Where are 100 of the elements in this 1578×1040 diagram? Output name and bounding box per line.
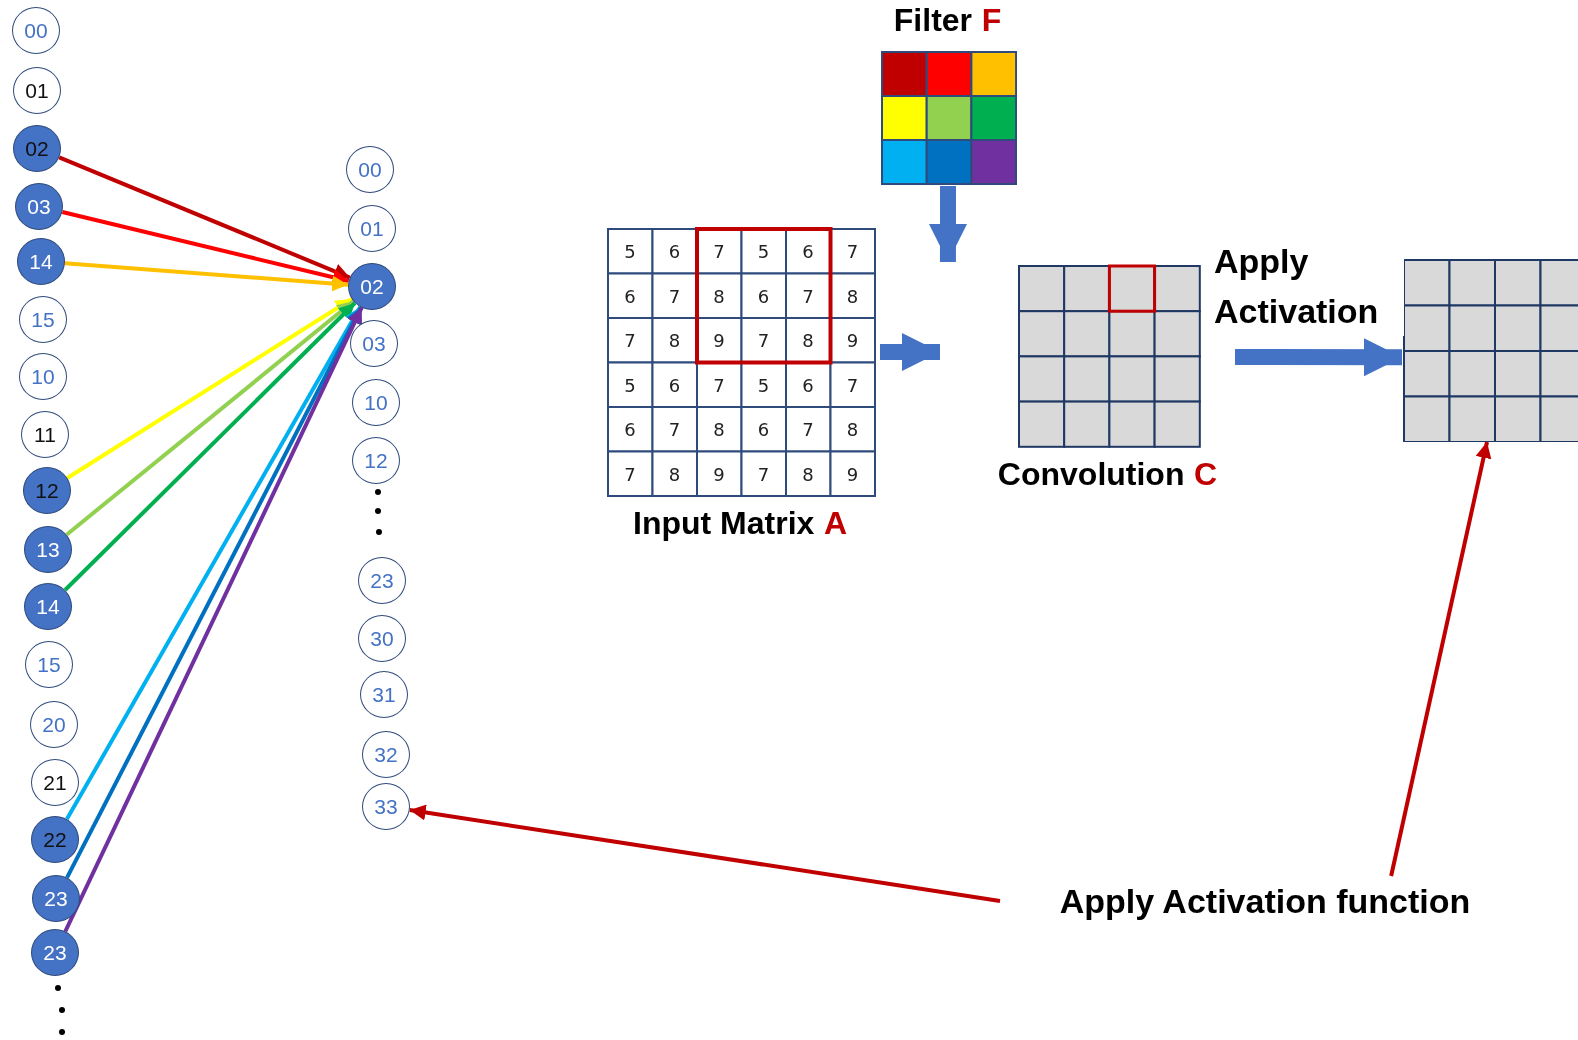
matrix-value: 6: [667, 241, 682, 262]
convolution-symbol: C: [1194, 456, 1218, 493]
node-number: 14: [29, 249, 53, 274]
neuron-circle: [19, 296, 67, 343]
matrix-value: 6: [756, 285, 771, 307]
node-number: 12: [35, 478, 59, 503]
neuron-circle: [348, 263, 396, 310]
node-number: 15: [31, 307, 55, 332]
arrow: [409, 804, 1001, 903]
matrix-value: 7: [623, 330, 637, 351]
node-number: 21: [43, 770, 67, 795]
matrix-value: 8: [667, 330, 682, 351]
neuron-circle: [13, 67, 61, 114]
neuron-circle: [15, 183, 63, 230]
neuron-circle: [32, 875, 80, 922]
convolution-title: Convolution: [997, 456, 1185, 493]
matrix-value: 8: [801, 330, 815, 351]
node-number: 03: [27, 194, 51, 219]
node-number: 15: [37, 652, 61, 677]
matrix-value: 7: [712, 241, 726, 262]
neuron-circle: [24, 526, 72, 573]
neuron-circle: [31, 816, 79, 863]
filter-symbol: F: [981, 2, 1002, 39]
neuron-circle: [352, 379, 400, 426]
neuron-circle: [352, 437, 400, 484]
matrix-value: 6: [623, 285, 637, 307]
matrix-value: 6: [623, 419, 637, 440]
matrix-title: Input Matrix: [633, 505, 815, 542]
node-number: 31: [372, 682, 396, 707]
arrow: [63, 301, 357, 592]
arrow: [61, 210, 350, 286]
neuron-circle: [350, 320, 398, 367]
node-number: 02: [360, 274, 384, 299]
matrix-value: 8: [845, 285, 860, 307]
arrow: [1389, 441, 1492, 877]
neuron-circle: [346, 146, 394, 193]
neuron-circle: [348, 205, 396, 252]
block-arrow: [928, 185, 968, 262]
neuron-circle: [362, 731, 410, 778]
neuron-circle: [13, 125, 61, 172]
matrix-value: 8: [712, 285, 726, 307]
node-number: 22: [43, 827, 67, 852]
node-number: 02: [25, 136, 49, 161]
neuron-circle: [17, 238, 65, 285]
matrix-value: 9: [712, 463, 726, 485]
arrow: [66, 297, 353, 480]
matrix-value: 8: [845, 419, 860, 440]
matrix-value: 6: [801, 374, 815, 396]
matrix-value: 6: [801, 241, 815, 262]
node-number: 23: [370, 568, 394, 593]
node-number: 10: [31, 364, 55, 389]
node-number: 33: [374, 794, 398, 819]
node-number: 30: [370, 626, 394, 651]
matrix-value: 5: [623, 374, 637, 396]
matrix-symbol: A: [823, 505, 847, 542]
node-number: 13: [36, 537, 60, 562]
callout-text: Apply Activation function: [1000, 876, 1530, 926]
node-number: 23: [44, 886, 68, 911]
matrix-value: 5: [756, 241, 771, 262]
neuron-circle: [30, 701, 78, 748]
node-number: 00: [24, 18, 48, 43]
node-number: 23: [43, 940, 67, 965]
node-number: 00: [358, 157, 382, 182]
matrix-value: 7: [756, 463, 771, 485]
matrix-value: 9: [845, 463, 860, 485]
neuron-circle: [23, 467, 71, 514]
matrix-value: 8: [712, 419, 726, 440]
node-number: 32: [374, 742, 398, 767]
matrix-value: 9: [845, 330, 860, 351]
matrix-value: 8: [667, 463, 682, 485]
node-number: 20: [42, 712, 66, 737]
matrix-value: 8: [801, 463, 815, 485]
neuron-circle: [24, 583, 72, 630]
node-number: 01: [360, 216, 384, 241]
filter-title: Filter: [893, 2, 973, 39]
neuron-circle: [21, 411, 69, 458]
neuron-circle: [31, 929, 79, 976]
block-arrow: [1234, 338, 1403, 377]
arrow: [65, 299, 355, 537]
matrix-value: 7: [845, 241, 860, 262]
neuron-circle: [19, 353, 67, 400]
matrix-value: 5: [756, 374, 771, 396]
node-number: 11: [34, 422, 56, 447]
neuron-circle: [360, 671, 408, 718]
neuron-circle: [25, 641, 73, 688]
matrix-value: 7: [712, 374, 726, 396]
neuron-circle: [12, 7, 60, 54]
matrix-value: 7: [756, 330, 771, 351]
neuron-circle: [31, 759, 79, 806]
matrix-value: 7: [667, 285, 682, 307]
matrix-value: 5: [623, 241, 637, 262]
arrow: [58, 155, 351, 280]
matrix-value: 7: [667, 419, 682, 440]
block-arrow: [880, 332, 940, 372]
matrix-value: 7: [801, 285, 815, 307]
matrix-value: 9: [712, 330, 726, 351]
matrix-value: 7: [845, 374, 860, 396]
arrow: [64, 261, 349, 292]
neuron-circle: [362, 783, 410, 830]
node-number: 03: [362, 331, 386, 356]
